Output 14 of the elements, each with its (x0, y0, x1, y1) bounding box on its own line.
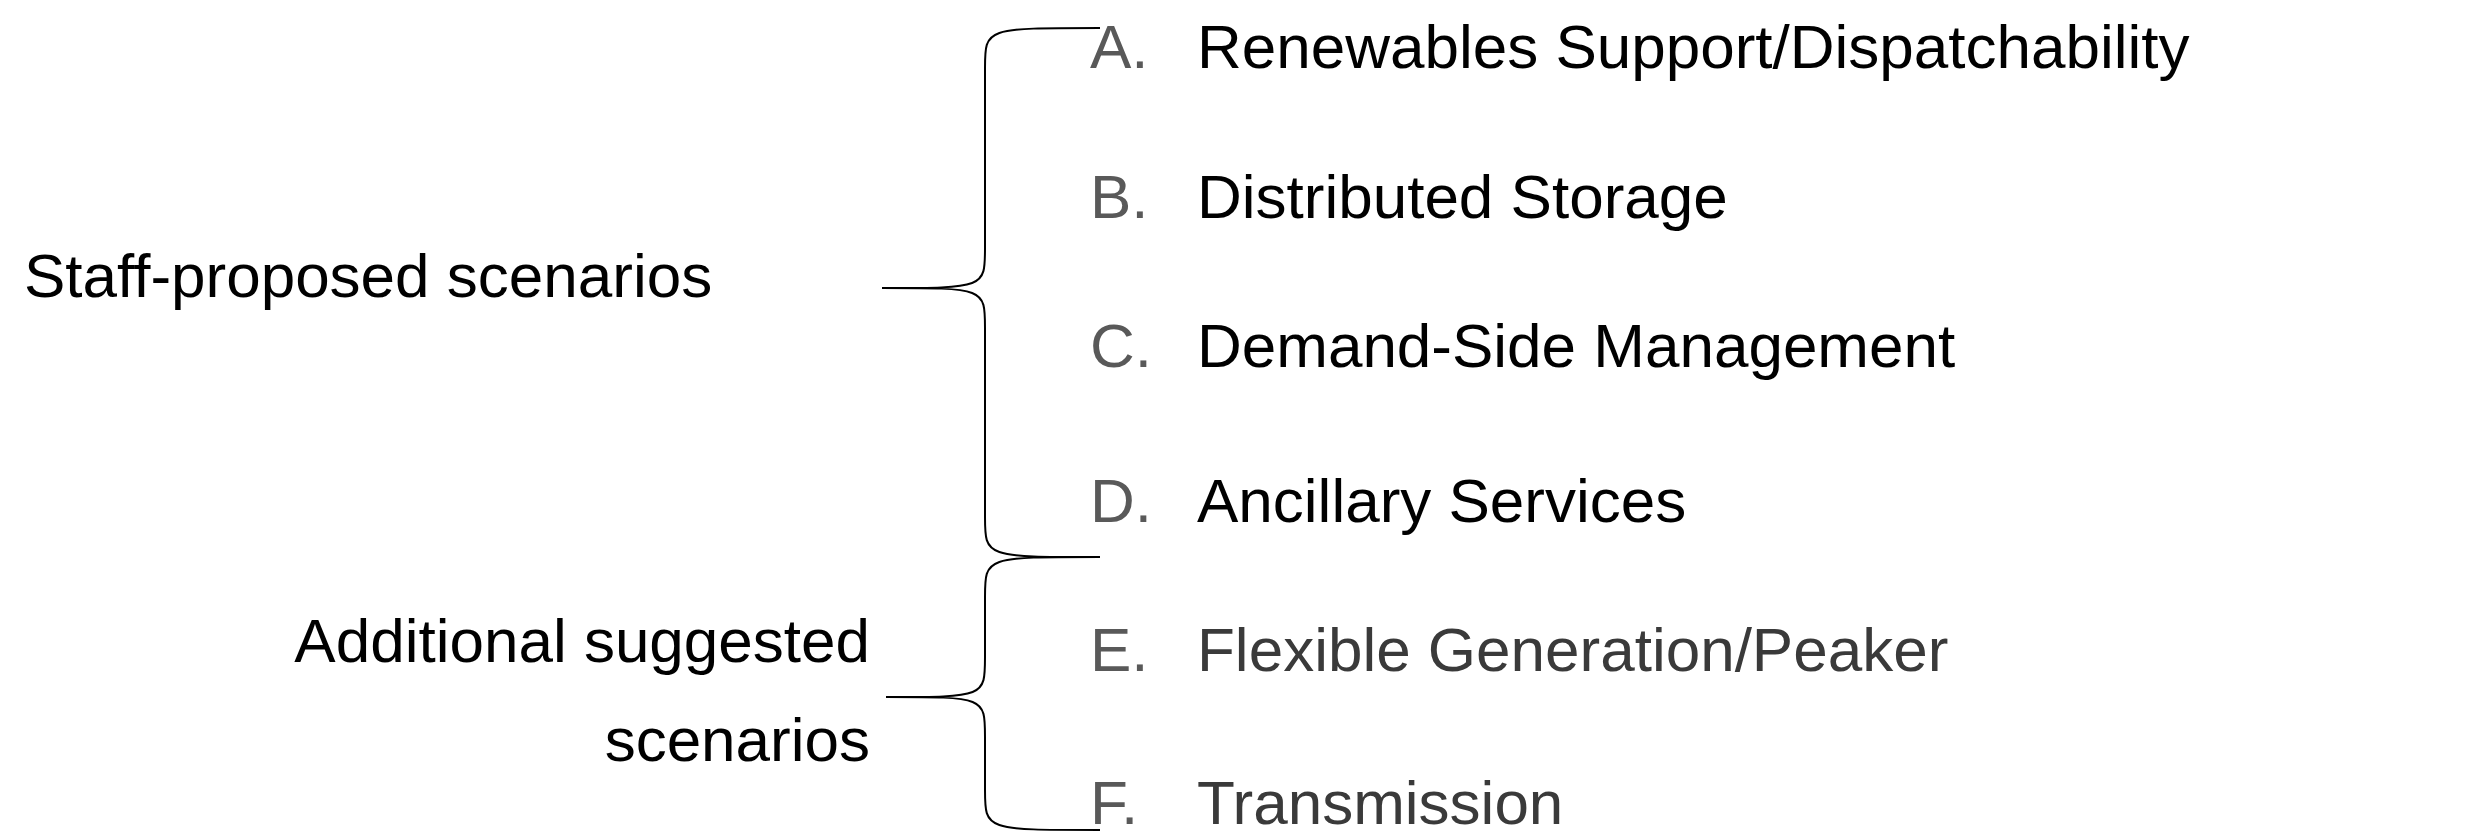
list-marker: F. (1090, 767, 1139, 838)
list-marker: C. (1090, 310, 1152, 382)
list-marker: D. (1090, 465, 1152, 537)
list-item-text: Demand-Side Management (1197, 310, 1956, 382)
list-item-text: Ancillary Services (1197, 465, 1687, 537)
group-label: Additional suggested scenarios (293, 604, 870, 776)
group-label: Staff-proposed scenarios (24, 240, 714, 312)
list-item-text: Renewables Support/Dispatchability (1197, 11, 2190, 83)
list-item-text: Flexible Generation/Peaker (1197, 614, 1949, 686)
list-item-text: Distributed Storage (1197, 161, 1728, 233)
list-marker: E. (1090, 614, 1149, 686)
list-marker: A. (1090, 11, 1149, 83)
list-item-text: Transmission (1197, 767, 1564, 838)
list-marker: B. (1090, 161, 1149, 233)
